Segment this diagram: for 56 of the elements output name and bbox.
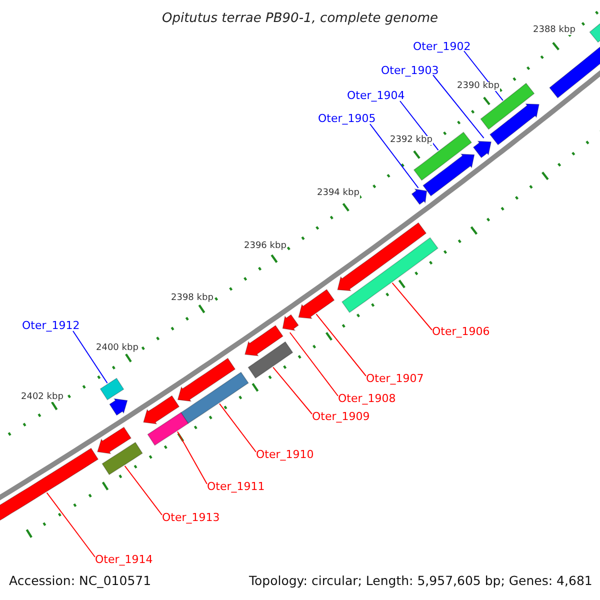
gene-bar [147,412,189,446]
leader-line [432,74,484,139]
scale-label: 2398 kbp [170,294,214,302]
gene-label: Oter_1910 [256,449,314,460]
gene-block [142,395,180,424]
gene-block [422,154,475,196]
leader-line [177,431,208,484]
gene-block [472,140,492,158]
scale-label: 2396 kbp [243,242,288,250]
gene-label: Oter_1908 [338,393,396,404]
gene-label: Oter_1913 [162,512,220,523]
leader-line [316,314,366,376]
leader-line [392,282,432,330]
leader-line [219,403,256,452]
gene-label: Oter_1905 [318,113,376,124]
gene-bar [341,237,438,314]
gene-block [298,288,335,319]
leader-line [124,465,162,516]
gene-block [177,358,236,402]
gene-label: Oter_1912 [22,320,80,331]
title: Opitutus terrae PB90-1, complete genome [160,11,440,26]
accession-text: Accession: NC_010571 [9,574,152,587]
scale-label: 2388 kbp [532,26,576,34]
gene-label: Oter_1902 [413,41,471,52]
gene-block [489,103,540,146]
gene-bar [102,442,143,476]
gene-block [549,44,600,98]
gene-label: Oter_1903 [381,65,439,76]
leader-line [272,366,312,414]
genome-info-text: Topology: circular; Length: 5,957,605 bp; Genes: 4,681 [249,574,592,587]
gene-bar [100,378,124,400]
gene-label: Oter_1906 [432,326,490,337]
gene-bar [248,341,294,379]
scale-label: 2402 kbp [20,392,64,402]
gene-block [282,314,299,331]
gene-block [337,222,427,292]
gene-block [411,188,428,205]
gene-block [109,398,128,416]
scale-label: 2392 kbp [389,136,434,144]
leader-line [370,124,419,188]
gene-bar [413,132,472,181]
scale-label: 2400 kbp [95,344,140,352]
scale-label: 2394 kbp [316,188,360,198]
gene-label: Oter_1911 [207,481,265,492]
gene-label: Oter_1907 [366,373,424,384]
gene-label: Oter_1914 [95,554,153,565]
gene-bar [180,372,249,424]
leader-line [400,100,439,151]
scale-label: 2390 kbp [456,82,500,90]
gene-label: Oter_1904 [347,90,405,101]
gene-block [96,426,132,454]
leader-line [46,492,96,558]
gene-bar [480,82,535,130]
gene-label: Oter_1909 [312,411,370,422]
gene-block [244,324,284,356]
leader-line [289,332,338,396]
